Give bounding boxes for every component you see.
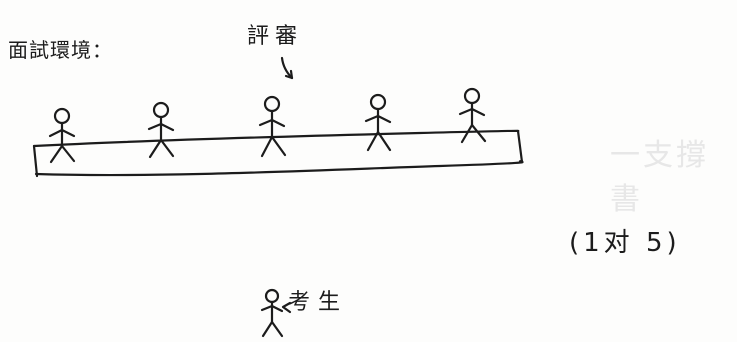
faint-background-text: 一支撐書 bbox=[610, 138, 709, 217]
reviewer-figure-1 bbox=[48, 107, 76, 164]
table-top-edge bbox=[32, 129, 520, 148]
candidate-figure bbox=[260, 288, 284, 338]
candidate-pointer-arrow bbox=[281, 301, 292, 314]
reviewer-figure-5 bbox=[458, 87, 487, 144]
table-right-edge bbox=[516, 129, 524, 164]
reviewer-figure-4 bbox=[364, 93, 392, 152]
table-bottom-edge bbox=[34, 159, 524, 177]
reviewers-label: 評審 bbox=[247, 24, 304, 49]
candidate-label: 考生 bbox=[288, 290, 349, 315]
sketch-title: 面試環境： bbox=[8, 38, 113, 62]
table-left-edge bbox=[32, 144, 39, 178]
reviewer-figure-2 bbox=[147, 101, 175, 159]
ratio-label: (1对 5) bbox=[569, 228, 681, 258]
reviewer-figure-3 bbox=[258, 95, 287, 158]
reviewer-pointer-arrow bbox=[280, 56, 294, 80]
